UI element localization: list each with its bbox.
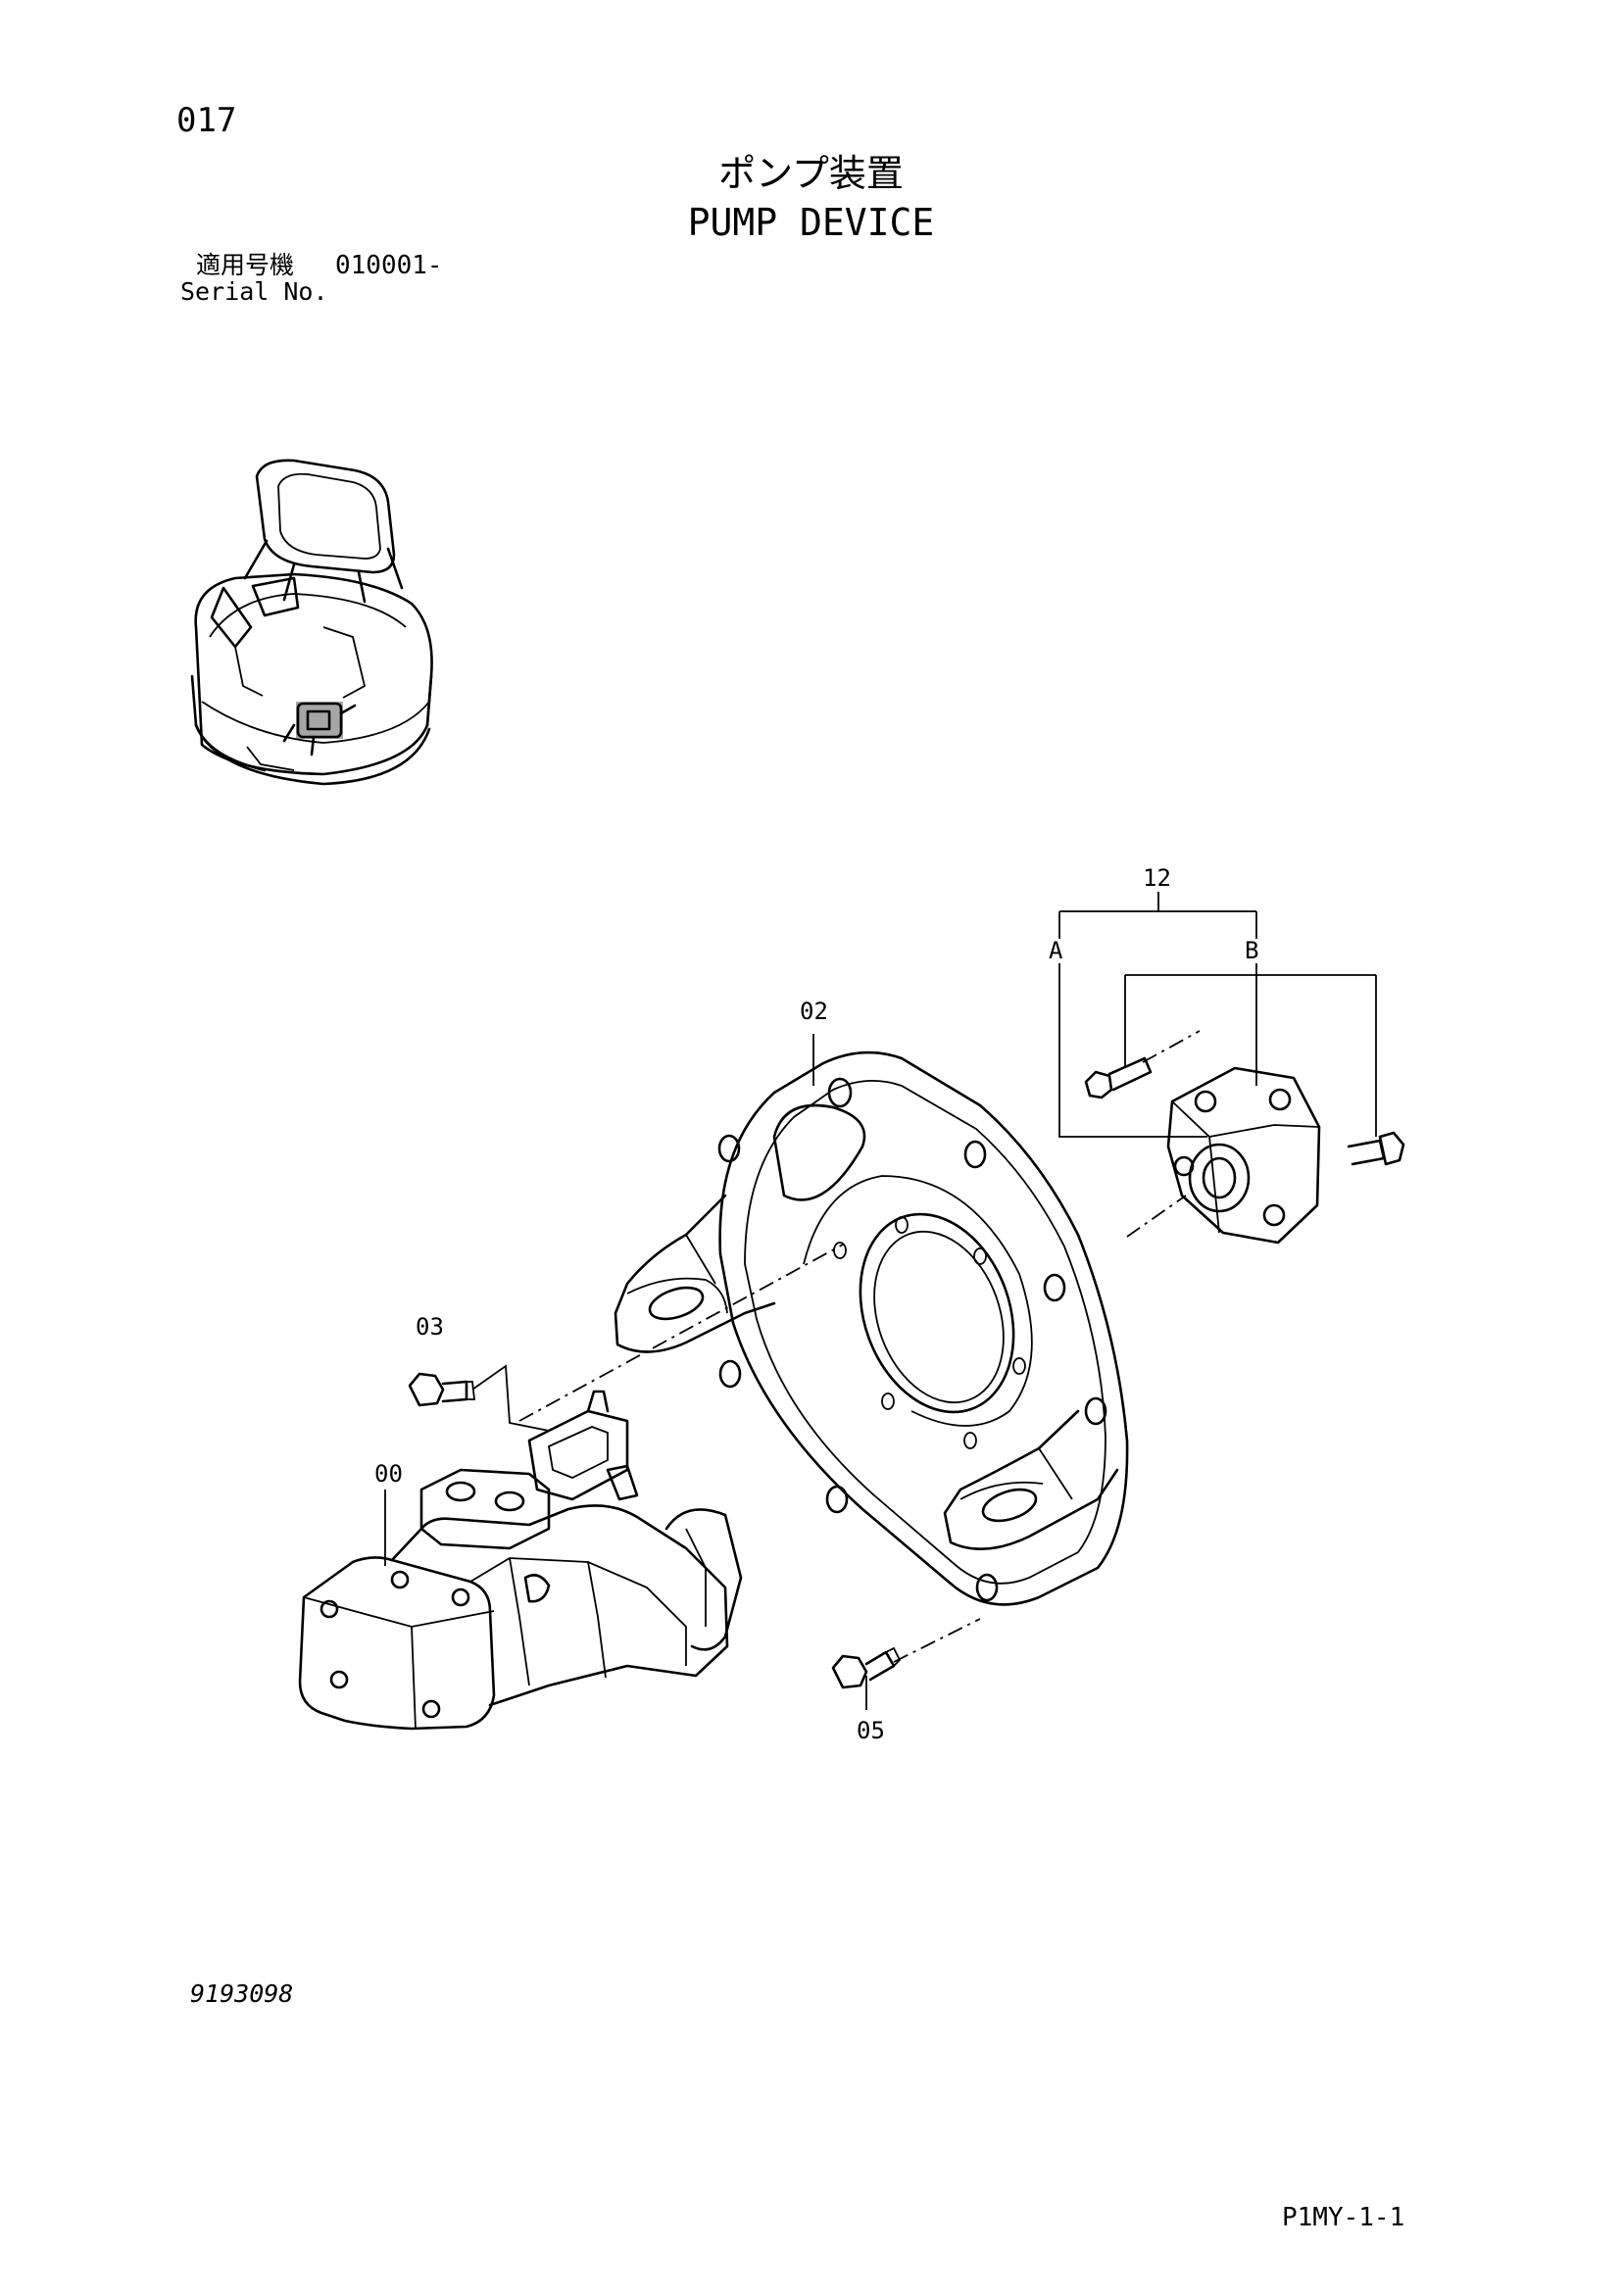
page-number: 017 xyxy=(176,101,237,140)
callout-03: 03 xyxy=(416,1313,444,1341)
serial-label-english: Serial No. xyxy=(180,277,328,306)
pump-icon xyxy=(298,1390,743,1731)
callout-05: 05 xyxy=(857,1717,885,1744)
title-english: PUMP DEVICE xyxy=(687,201,935,244)
callout-02: 02 xyxy=(800,998,828,1025)
bolt-icon xyxy=(831,1646,902,1689)
coupling-icon xyxy=(1084,1056,1405,1245)
callout-a: A xyxy=(1049,937,1063,964)
serial-range: 010001- xyxy=(335,251,443,280)
page-code: P1MY-1-1 xyxy=(1282,2203,1405,2232)
machine-location-icon xyxy=(190,459,433,786)
drawing-number: 9193098 xyxy=(190,1979,294,2008)
callout-12: 12 xyxy=(1143,864,1171,892)
serial-label-japanese: 適用号機 xyxy=(196,251,295,279)
title-japanese: ポンプ装置 xyxy=(718,152,904,195)
callout-00: 00 xyxy=(374,1460,403,1488)
housing-icon xyxy=(614,1050,1129,1606)
leader-lines xyxy=(384,892,1377,1710)
bolt-icon xyxy=(408,1372,476,1407)
callout-b: B xyxy=(1245,937,1258,964)
centerlines xyxy=(518,1030,1201,1663)
